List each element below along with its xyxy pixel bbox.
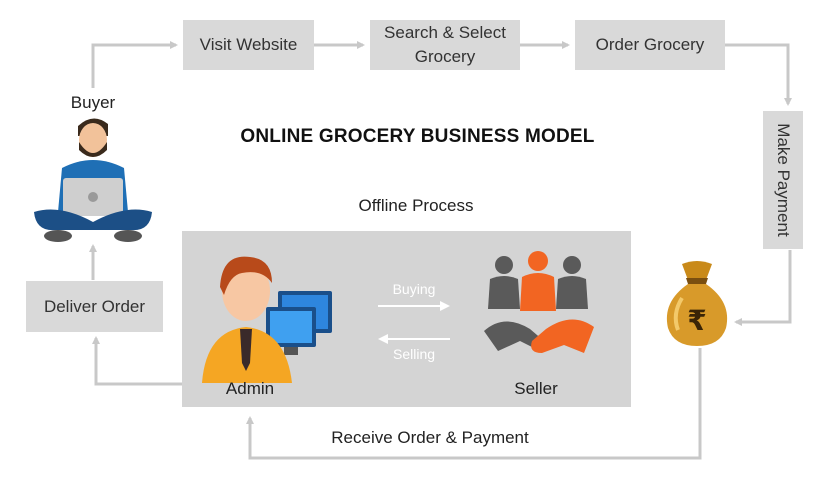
arrow-bag-to-admin (246, 348, 702, 460)
make-payment-box: Make Payment (763, 111, 803, 249)
arrow-payment-to-bag (734, 250, 792, 326)
order-grocery-box: Order Grocery (575, 20, 725, 70)
order-grocery-label: Order Grocery (595, 35, 705, 54)
offline-process-panel: Admin Buying Selling Seller (182, 231, 631, 407)
arrow-buyer-to-visit (91, 41, 178, 88)
visit-website-box: Visit Website (183, 20, 314, 70)
buying-arrow (378, 301, 450, 311)
seller-label: Seller (514, 379, 558, 398)
admin-computer-icon (202, 256, 332, 383)
search-select-label-1: Search & Select (384, 23, 506, 42)
deliver-order-box: Deliver Order (26, 281, 163, 332)
deliver-order-label: Deliver Order (43, 296, 146, 316)
svg-text:₹: ₹ (687, 304, 706, 337)
buyer-laptop-icon (34, 118, 152, 242)
buyer-label: Buyer (70, 93, 116, 112)
rupee-money-bag-icon: ₹ (666, 261, 728, 346)
buying-label: Buying (392, 281, 436, 297)
admin-label: Admin (225, 379, 275, 398)
selling-label: Selling (392, 346, 436, 362)
visit-website-label: Visit Website (199, 35, 298, 54)
search-select-box: Search & Select Grocery (370, 20, 520, 70)
offline-process-label: Offline Process (358, 196, 474, 215)
diagram-title: ONLINE GROCERY BUSINESS MODEL (240, 126, 595, 147)
arrow-admin-to-deliver (92, 336, 182, 386)
search-select-label-2: Grocery (414, 47, 476, 66)
arrow-order-to-payment (725, 43, 792, 106)
receive-order-payment-label: Receive Order & Payment (331, 428, 529, 447)
selling-arrow (378, 334, 450, 344)
seller-handshake-icon (484, 251, 594, 353)
